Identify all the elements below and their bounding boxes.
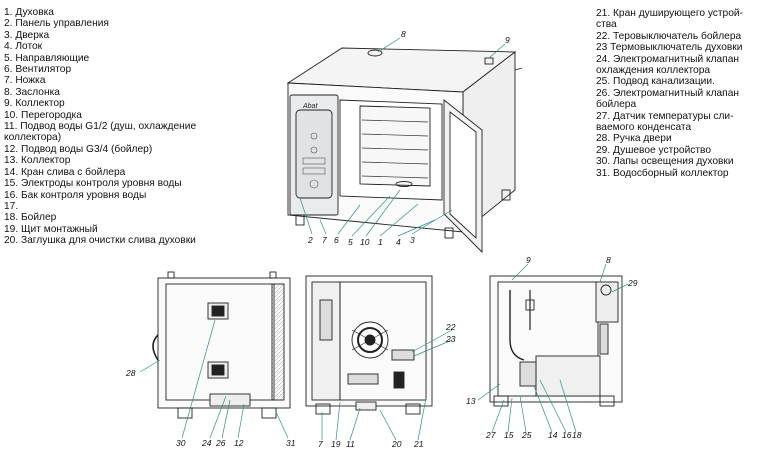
callout: 21: [413, 439, 424, 449]
callout: 6: [334, 235, 339, 245]
legend-item: 14. Кран слива с бойлера: [4, 166, 126, 178]
brand-logo: Abat: [302, 103, 318, 110]
callout: 25: [521, 430, 532, 440]
legend-item: 23 Термовыключатель духовки: [596, 42, 743, 54]
callout: 9: [526, 255, 531, 265]
legend-item: 30. Лапы освещения духовки: [596, 156, 734, 168]
callout: 27: [485, 430, 496, 440]
callout: 18: [572, 430, 582, 440]
legend-item: бойлера: [596, 99, 637, 111]
callout: 2: [307, 235, 313, 245]
boiler: [535, 355, 601, 397]
callout: 8: [606, 255, 611, 265]
legend-item: 13. Коллектор: [4, 155, 71, 167]
callout: 23: [445, 334, 456, 344]
callout: 22: [445, 322, 456, 332]
legend-item: охлаждения коллектора: [596, 65, 711, 77]
callout: 1: [378, 237, 383, 247]
callout: 7: [322, 235, 327, 245]
callout: 28: [125, 368, 136, 378]
legend-item: 11. Подвод воды G1/2 (душ, охлаждение: [4, 121, 197, 133]
legend-item: 28. Ручка двери: [596, 133, 672, 145]
callout: 5: [348, 237, 353, 247]
legend-item: 24. Электромагнитный клапан: [596, 53, 739, 65]
callout: 11: [346, 439, 355, 449]
callout: 16: [562, 430, 572, 440]
legend-item: 19. Щит монтажный: [4, 223, 98, 235]
callout: 20: [391, 439, 402, 449]
legend-item: 18. Бойлер: [4, 212, 57, 224]
legend-item: 12. Подвод воды G3/4 (бойлер): [4, 143, 153, 155]
oven-left-view: [152, 271, 291, 419]
callout: 10: [360, 237, 370, 247]
legend-item: 17.: [4, 200, 19, 212]
legend-item: ваемого конденсата: [596, 122, 692, 134]
legend-item: 29. Душевое устройство: [596, 144, 711, 156]
callout: 15: [504, 430, 514, 440]
callout: 31: [286, 438, 296, 448]
legend-item: 16. Бак контроля уровня воды: [4, 189, 147, 201]
callout: 14: [548, 430, 558, 440]
legend-item: 5. Направляющие: [4, 52, 90, 64]
legend-item: 27. Датчик температуры сли-: [596, 110, 734, 122]
callout: 26: [215, 438, 226, 448]
callout: 4: [396, 237, 401, 247]
callout: 24: [201, 438, 212, 448]
callout: 19: [331, 439, 341, 449]
oven-front-view: [305, 275, 433, 415]
legend-item: 8. Заслонка: [4, 86, 60, 98]
callout-leaders: [139, 37, 629, 441]
legend-item: 31. Водосборный коллектор: [596, 167, 729, 179]
legend-item: 4. Лоток: [4, 41, 43, 53]
legend-item: 22. Теровыключатель бойлера: [596, 30, 742, 42]
legend-item: 9. Коллектор: [4, 98, 65, 110]
legend-item: 7. Ножка: [4, 75, 46, 87]
legend-item: 6. Вентилятор: [4, 64, 72, 76]
callout: 9: [505, 35, 510, 45]
legend-item: 2. Панель управления: [4, 18, 109, 30]
oven-right-view: [489, 275, 623, 407]
legend-item: 10. Перегородка: [4, 109, 82, 121]
callout: 7: [318, 439, 323, 449]
legend-item: 25. Подвод канализации.: [596, 76, 715, 88]
callout: 29: [627, 278, 638, 288]
legend-item: 20. Заглушка для очистки слива духовки: [4, 235, 196, 247]
callout: 12: [234, 438, 244, 448]
oven-isometric-view: [286, 47, 523, 254]
legend-item: 21. Кран душирующего устрой-: [596, 8, 743, 19]
legend-item: 1. Духовка: [4, 7, 54, 18]
callout-numbers: 8 9 2 7 6 5 10 1 4 3 28 30 24 26 12 31 2…: [125, 29, 638, 449]
callout: 13: [466, 396, 476, 406]
legend-item: 3. Дверка: [4, 29, 50, 41]
legend-item: коллектора): [4, 132, 62, 144]
callout: 3: [410, 235, 415, 245]
callout: 30: [176, 438, 186, 448]
legend-item: 15. Электроды контроля уровня воды: [4, 178, 182, 190]
legend-item: 26. Электромагнитный клапан: [596, 87, 739, 99]
legend-item: ства: [596, 19, 617, 31]
fan-assembly: [351, 321, 389, 359]
callout: 8: [401, 29, 406, 39]
